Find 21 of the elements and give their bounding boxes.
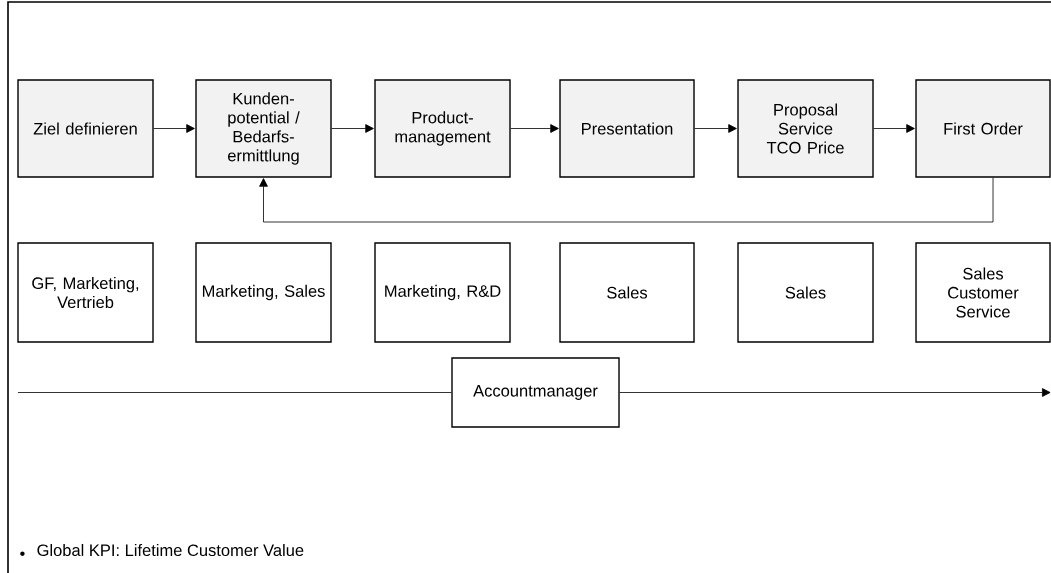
arrow [153,124,195,133]
role-box: Sales [559,242,695,343]
process-box: Ziel definieren [17,79,154,178]
process-box: Presentation [559,79,695,178]
role-box: Sales Customer Service [915,242,1051,343]
account-manager-box: Accountmanager [451,357,620,428]
arrow [331,124,374,133]
process-box: Kunden- potential / Bedarfs- ermittlung [195,79,332,178]
role-box: Sales [737,242,874,343]
arrow [873,124,915,133]
arrow [510,124,559,133]
arrow [694,124,737,133]
arrow [259,177,994,223]
bullet-item: Global KPI: Lifetime Customer Value [20,543,304,557]
process-box: Proposal Service TCO Price [737,79,874,178]
process-box: Product- management [374,79,511,178]
arrow [619,388,1051,397]
role-box: Marketing, Sales [195,242,332,343]
role-box: GF, Marketing, Vertrieb [17,242,154,343]
role-box: Marketing, R&D [374,242,511,343]
process-box: First Order [915,79,1051,178]
